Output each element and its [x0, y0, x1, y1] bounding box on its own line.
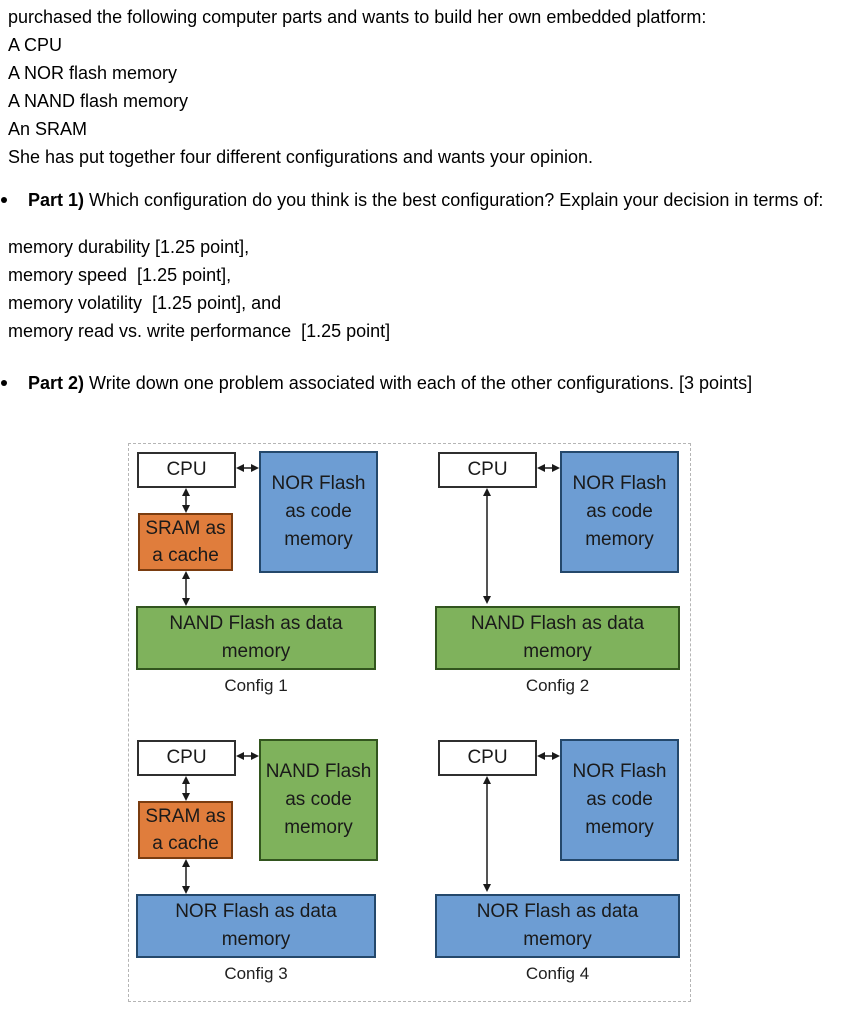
data-memory-box: NOR Flash as data memory — [136, 894, 376, 958]
cpu-box: CPU — [137, 452, 236, 488]
part1-bullet-item: Part 1)Which configuration do you think … — [0, 186, 823, 214]
intro-line: A NOR flash memory — [8, 63, 178, 83]
code-memory-box: NOR Flash as code memory — [560, 739, 679, 861]
part1-text: Which configuration do you think is the … — [89, 190, 824, 210]
intro-line: An SRAM — [8, 119, 88, 139]
criteria-block: memory durability [1.25 point], memory s… — [8, 233, 390, 345]
code-memory-box: NOR Flash as code memory — [259, 451, 378, 573]
arrow-cpu-code — [236, 462, 259, 474]
intro-line: purchased the following computer parts a… — [8, 7, 707, 27]
code-memory-box: NOR Flash as code memory — [560, 451, 679, 573]
bullet-icon — [1, 197, 7, 203]
data-memory-box: NOR Flash as data memory — [435, 894, 680, 958]
intro-line: A NAND flash memory — [8, 91, 189, 111]
config-3-panel: CPU NAND Flash as code memory SRAM as a … — [129, 444, 690, 1001]
criteria-line: memory volatility [1.25 point], and — [8, 293, 282, 313]
cpu-box: CPU — [438, 452, 537, 488]
arrow-cache-data — [180, 571, 192, 606]
cpu-box: CPU — [137, 740, 236, 776]
config-caption: Config 2 — [525, 676, 590, 695]
config-1-panel: CPU NOR Flash as code memory SRAM as a c… — [129, 444, 690, 1001]
criteria-line: memory durability [1.25 point], — [8, 237, 250, 257]
config-2-panel: CPU NOR Flash as code memory NAND Flash … — [129, 444, 690, 1001]
config-4-panel: CPU NOR Flash as code memory NOR Flash a… — [129, 444, 690, 1001]
criteria-line: memory read vs. write performance [1.25 … — [8, 321, 391, 341]
bullet-icon — [1, 380, 7, 386]
config-caption: Config 3 — [224, 964, 288, 983]
sram-cache-box: SRAM as a cache — [138, 801, 233, 859]
part2-label: Part 2) — [28, 373, 85, 393]
arrow-cache-data — [180, 859, 192, 894]
data-memory-box: NAND Flash as data memory — [435, 606, 680, 670]
sram-cache-box: SRAM as a cache — [138, 513, 233, 571]
arrow-cpu-code — [537, 750, 560, 762]
arrow-cpu-cache — [180, 776, 192, 801]
part2-bullet-item: Part 2)Write down one problem associated… — [0, 369, 752, 397]
arrow-cpu-cache — [180, 488, 192, 513]
arrow-cpu-data — [481, 776, 493, 892]
part2-text: Write down one problem associated with e… — [89, 373, 753, 393]
cpu-box: CPU — [438, 740, 537, 776]
arrow-cpu-code — [236, 750, 259, 762]
intro-text-block: purchased the following computer parts a… — [8, 3, 706, 171]
data-memory-box: NAND Flash as data memory — [136, 606, 376, 670]
part1-label: Part 1) — [28, 190, 85, 210]
intro-line: She has put together four different conf… — [8, 147, 594, 167]
configurations-diagram: CPU NOR Flash as code memory SRAM as a c… — [128, 443, 691, 1002]
code-memory-box: NAND Flash as code memory — [259, 739, 378, 861]
arrow-cpu-code — [537, 462, 560, 474]
config-caption: Config 1 — [224, 676, 288, 695]
arrow-cpu-data — [481, 488, 493, 604]
intro-line: A CPU — [8, 35, 63, 55]
config-caption: Config 4 — [525, 964, 590, 983]
criteria-line: memory speed [1.25 point], — [8, 265, 232, 285]
